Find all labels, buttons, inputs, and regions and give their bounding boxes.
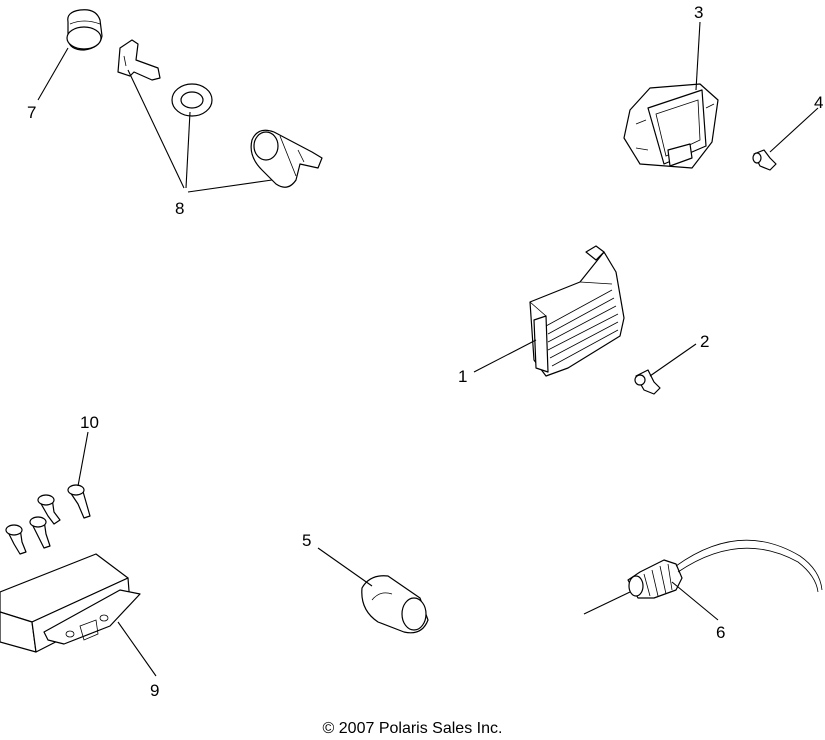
- callout-8: 8: [175, 199, 184, 218]
- part-4-screw: [752, 149, 777, 171]
- callout-10: 10: [80, 413, 99, 432]
- part-1-finned-box: [529, 245, 625, 377]
- callout-2: 2: [700, 332, 709, 351]
- callout-9: 9: [150, 681, 159, 700]
- part-10-screws: [5, 484, 91, 555]
- callout-7: 7: [27, 103, 36, 122]
- part-3-module: [623, 83, 719, 169]
- part-8-nut: [171, 83, 213, 117]
- part-7-cap: [66, 9, 103, 51]
- callout-1: 1: [458, 367, 467, 386]
- part-2-screw: [634, 369, 661, 395]
- callout-5: 5: [302, 531, 311, 550]
- copyright-notice: © 2007 Polaris Sales Inc.: [322, 720, 503, 737]
- part-9-bracket-module: [0, 553, 141, 653]
- callout-4: 4: [814, 93, 823, 112]
- part-5-button: [361, 575, 429, 634]
- callout-6: 6: [716, 623, 725, 642]
- part-8-key: [117, 39, 161, 81]
- leader-lines: [37, 21, 819, 677]
- callout-3: 3: [694, 3, 703, 22]
- part-6-sensor: [627, 539, 823, 599]
- part-8-ignition-switch: [250, 129, 323, 188]
